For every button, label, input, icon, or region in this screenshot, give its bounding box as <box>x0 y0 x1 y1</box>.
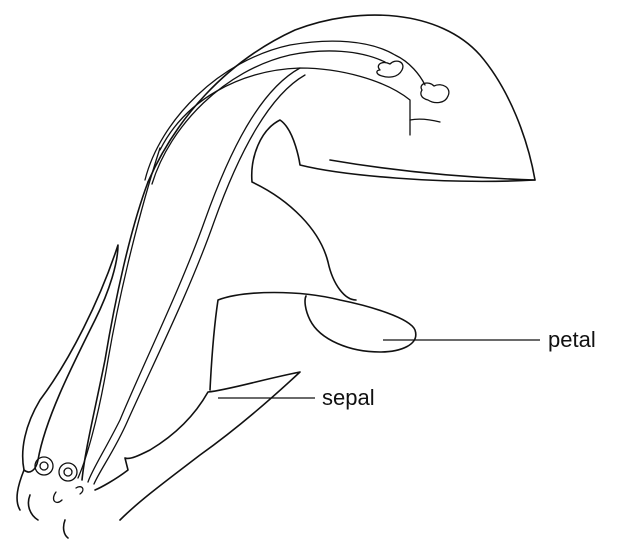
column-inner-right-2 <box>94 75 305 484</box>
left-sepal-outer <box>23 245 118 472</box>
filament-inner-2 <box>410 119 440 122</box>
anther-left <box>377 61 403 77</box>
anther-right <box>421 83 449 103</box>
petal-label: petal <box>548 327 596 352</box>
stalk <box>17 470 68 538</box>
stalk-detail <box>54 492 62 502</box>
sepal-label: sepal <box>322 385 375 410</box>
hood-lower-edge <box>252 120 535 300</box>
sepal-outline <box>95 372 300 520</box>
petal-outline <box>210 293 416 391</box>
ovules <box>35 457 83 494</box>
